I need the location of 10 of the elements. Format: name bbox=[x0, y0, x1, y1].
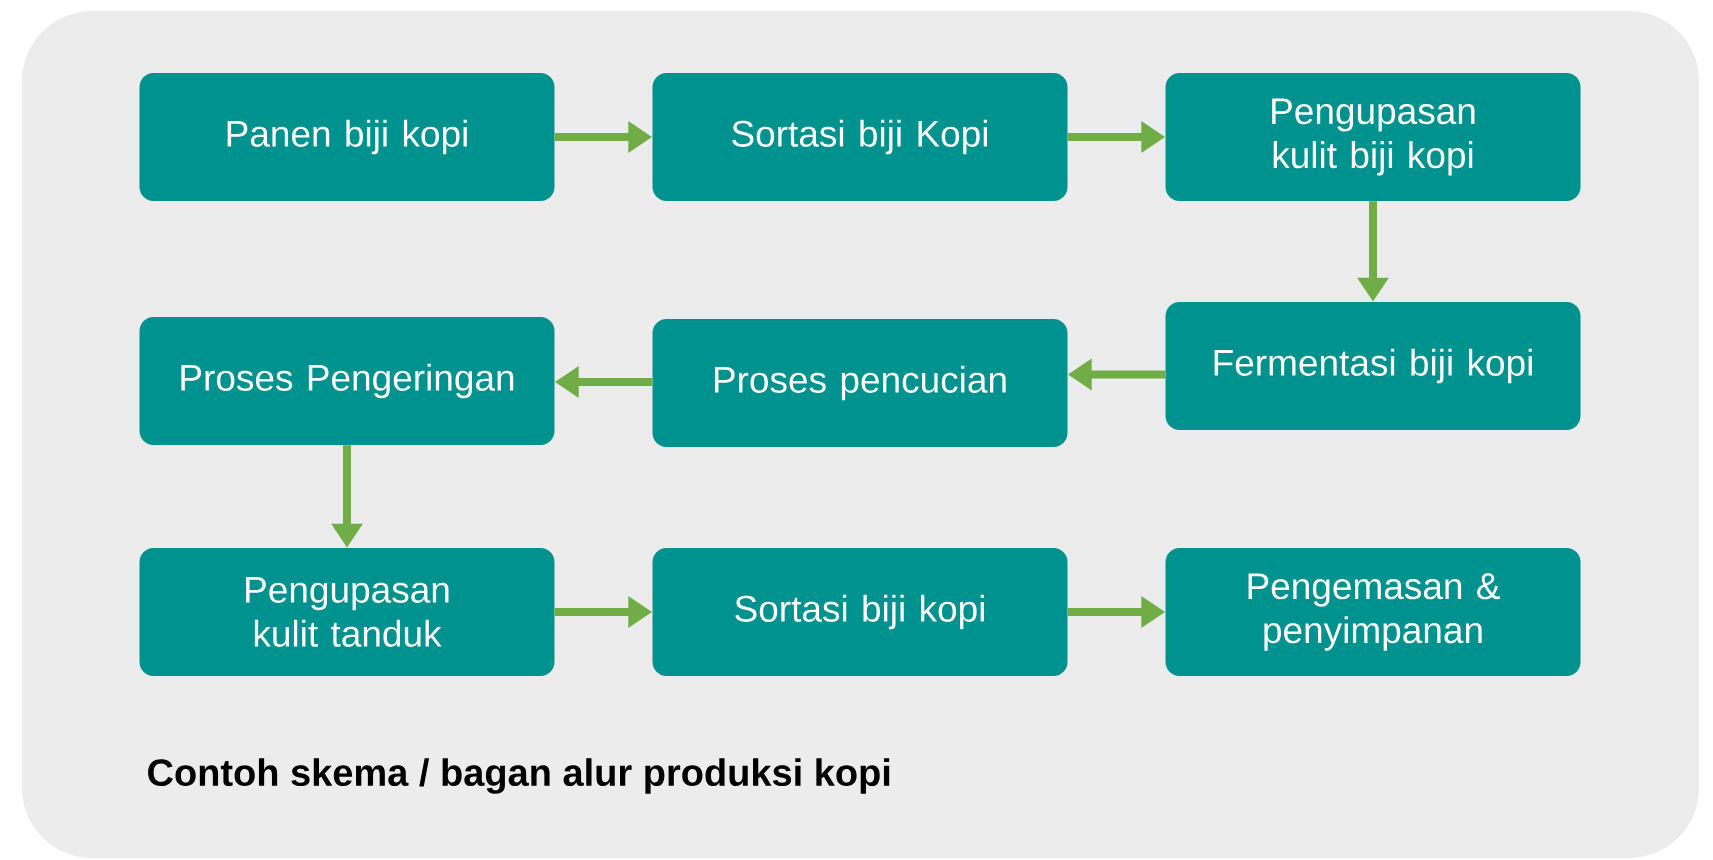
process-box: Proses pencucian bbox=[652, 319, 1068, 447]
process-box: Sortasi biji kopi bbox=[652, 548, 1068, 676]
process-box: Sortasi biji Kopi bbox=[652, 73, 1068, 201]
process-box: Pengupasan kulit biji kopi bbox=[1165, 73, 1581, 201]
process-box: Fermentasi biji kopi bbox=[1165, 302, 1581, 430]
process-box: Panen biji kopi bbox=[139, 73, 555, 201]
process-box: Pengemasan & penyimpanan bbox=[1165, 548, 1581, 676]
process-box: Pengupasan kulit tanduk bbox=[139, 548, 555, 676]
caption: Contoh skema / bagan alur produksi kopi bbox=[148, 758, 890, 794]
process-box: Proses Pengeringan bbox=[139, 317, 555, 445]
